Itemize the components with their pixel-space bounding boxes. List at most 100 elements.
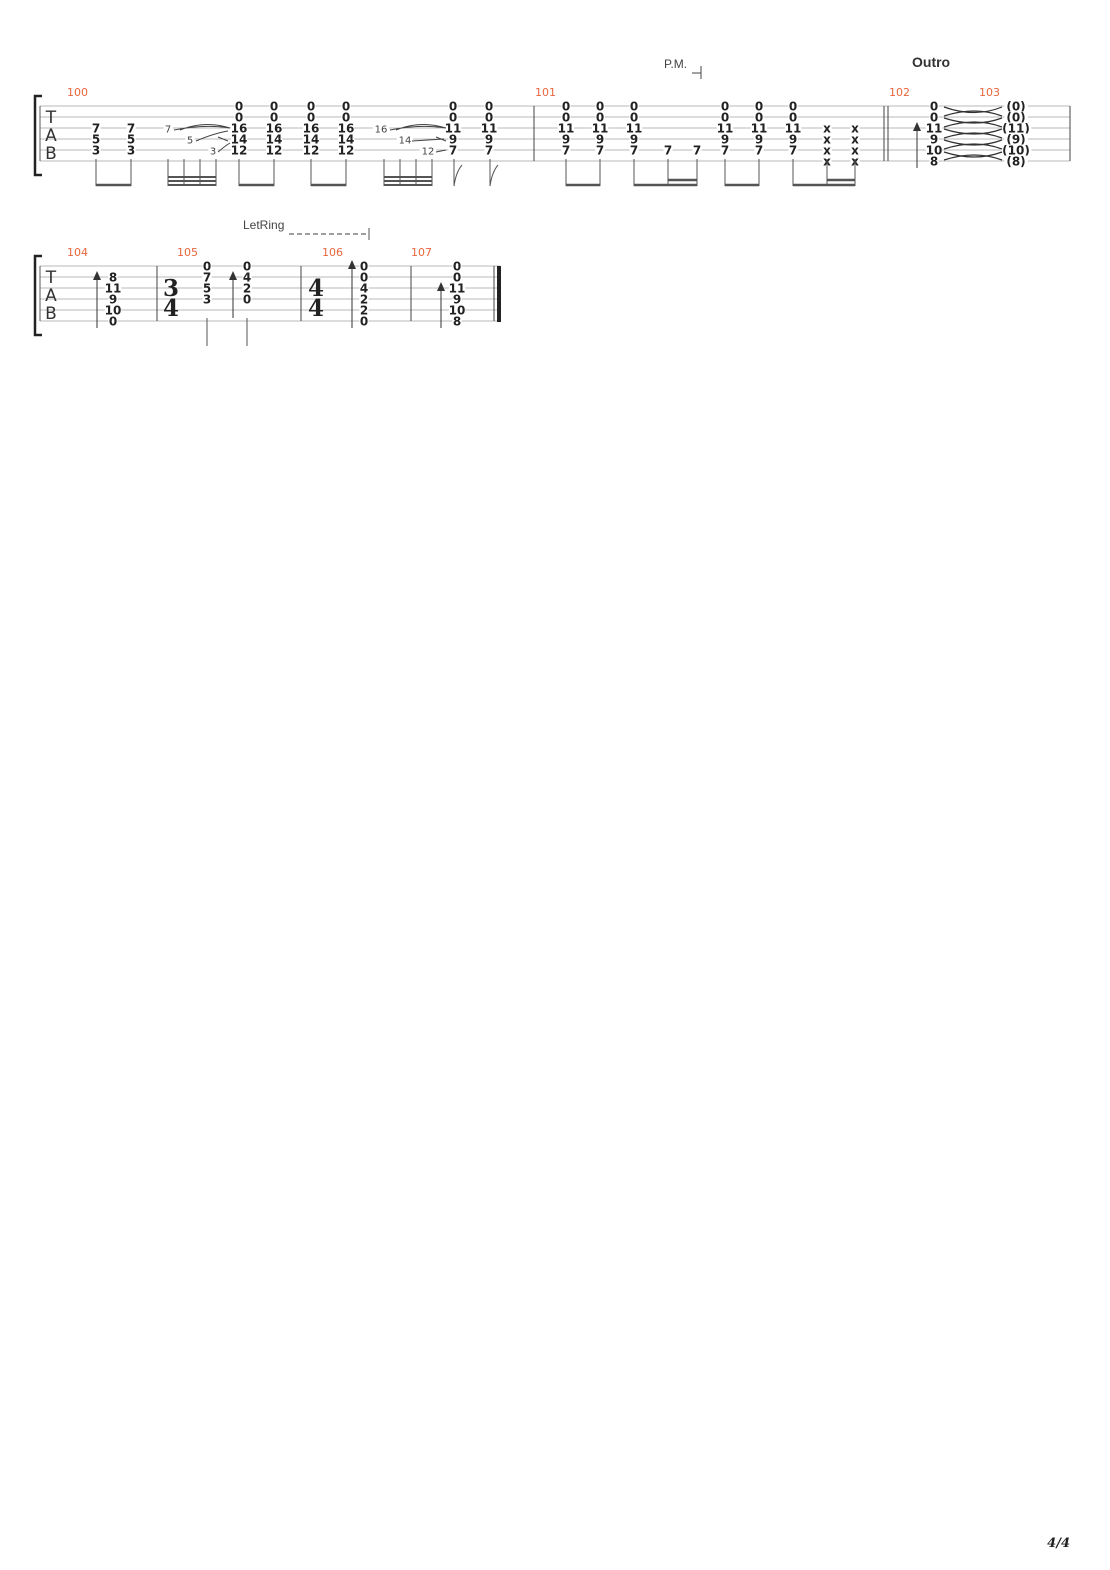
- fret-number: 4: [243, 271, 251, 285]
- svg-text:4: 4: [308, 275, 324, 302]
- rhythm-stems: [206, 318, 248, 346]
- fret-number: 0: [485, 100, 493, 114]
- fret-number: 5: [92, 133, 100, 147]
- let-ring-label: LetRing: [243, 218, 284, 232]
- fret-number: 5: [187, 136, 193, 147]
- fret-number: 0: [243, 293, 251, 307]
- palm-mute-end: [692, 66, 702, 79]
- fret-number: 16: [231, 122, 248, 136]
- system-2: T A B 104 105 106 107 3 4 4 4 LetRing: [33, 218, 501, 346]
- fret-number: 7: [92, 122, 100, 136]
- page-number: 4/4: [1047, 1536, 1070, 1551]
- fret-number: 10: [105, 304, 122, 318]
- fret-number: 5: [127, 133, 135, 147]
- fret-number: x: [851, 122, 859, 136]
- fret-number: 0: [562, 100, 570, 114]
- fret-number: 0: [630, 100, 638, 114]
- fret-number: 12: [422, 147, 435, 158]
- fret-number: (9): [1006, 133, 1025, 147]
- fret-number: 2: [243, 282, 251, 296]
- fret-number: 9: [453, 293, 461, 307]
- fret-number: 14: [266, 133, 283, 147]
- fret-number: 0: [930, 100, 938, 114]
- fret-number: 16: [266, 122, 283, 136]
- strum-up-arrow: [229, 271, 237, 318]
- fret-number: 12: [338, 144, 355, 158]
- fret-number: 0: [270, 100, 278, 114]
- fret-number: 0: [453, 260, 461, 274]
- measure-numbers: 104 105 106 107: [67, 246, 432, 259]
- fret-number: 3: [92, 144, 100, 158]
- fret-number: x: [823, 122, 831, 136]
- fret-number: 0: [270, 111, 278, 125]
- measure-numbers: 100 101 102 103: [67, 86, 1000, 99]
- fret-number: 7: [755, 144, 763, 158]
- time-signature-3-4: 3 4: [163, 275, 179, 322]
- fret-number: 9: [930, 133, 938, 147]
- fret-number: 9: [596, 133, 604, 147]
- fret-number: 0: [109, 315, 117, 329]
- fret-number: 7: [664, 144, 672, 158]
- fret-number: 12: [231, 144, 248, 158]
- fret-number: 16: [338, 122, 355, 136]
- fret-number: 11: [105, 282, 122, 296]
- fret-number: 9: [630, 133, 638, 147]
- fret-number: 0: [930, 111, 938, 125]
- fret-number: 11: [592, 122, 609, 136]
- fret-number: 8: [109, 271, 117, 285]
- fret-number: 0: [360, 271, 368, 285]
- fret-number: 0: [630, 111, 638, 125]
- fret-number: 9: [721, 133, 729, 147]
- svg-text:105: 105: [177, 246, 198, 259]
- fret-number: 12: [266, 144, 283, 158]
- fret-number: 7: [789, 144, 797, 158]
- fret-number: 0: [307, 100, 315, 114]
- fret-number: 9: [755, 133, 763, 147]
- svg-text:3: 3: [163, 275, 179, 302]
- fret-number: 4: [360, 282, 368, 296]
- fret-number: 16: [375, 125, 388, 136]
- svg-text:B: B: [45, 304, 57, 324]
- fret-number: 7: [693, 144, 701, 158]
- svg-text:T: T: [45, 108, 57, 128]
- fret-number: (11): [1002, 122, 1030, 136]
- fret-number: 0: [235, 111, 243, 125]
- rhythm-beams: [95, 159, 856, 187]
- fret-number: x: [851, 133, 859, 147]
- fret-number: 0: [449, 111, 457, 125]
- fret-number: 9: [485, 133, 493, 147]
- fret-number: (0): [1006, 100, 1025, 114]
- system-bracket: [33, 94, 42, 177]
- fret-number: 7: [630, 144, 638, 158]
- svg-text:B: B: [45, 144, 57, 164]
- fret-number: 14: [303, 133, 320, 147]
- fret-number: 0: [755, 111, 763, 125]
- strum-up-arrow: [913, 122, 921, 168]
- fret-number: 0: [721, 111, 729, 125]
- fret-number: 14: [231, 133, 248, 147]
- svg-text:106: 106: [322, 246, 343, 259]
- fret-number: 0: [562, 111, 570, 125]
- fret-number: 11: [751, 122, 768, 136]
- fret-number: 0: [449, 100, 457, 114]
- final-barline: [497, 266, 501, 322]
- tab-clef: T A B: [45, 268, 57, 324]
- fret-number: 7: [596, 144, 604, 158]
- fret-number: 0: [307, 111, 315, 125]
- barlines: [156, 266, 495, 321]
- fret-number: x: [851, 144, 859, 158]
- fret-number: 7: [165, 125, 171, 136]
- fret-number: 0: [596, 111, 604, 125]
- fret-number: 0: [485, 111, 493, 125]
- svg-text:T: T: [45, 268, 57, 288]
- fret-number: 16: [303, 122, 320, 136]
- slide-curves: [173, 124, 447, 153]
- fret-number: 0: [721, 100, 729, 114]
- fret-number: 11: [717, 122, 734, 136]
- strum-up-arrow: [437, 282, 445, 328]
- fret-number: x: [823, 133, 831, 147]
- fret-number: 11: [558, 122, 575, 136]
